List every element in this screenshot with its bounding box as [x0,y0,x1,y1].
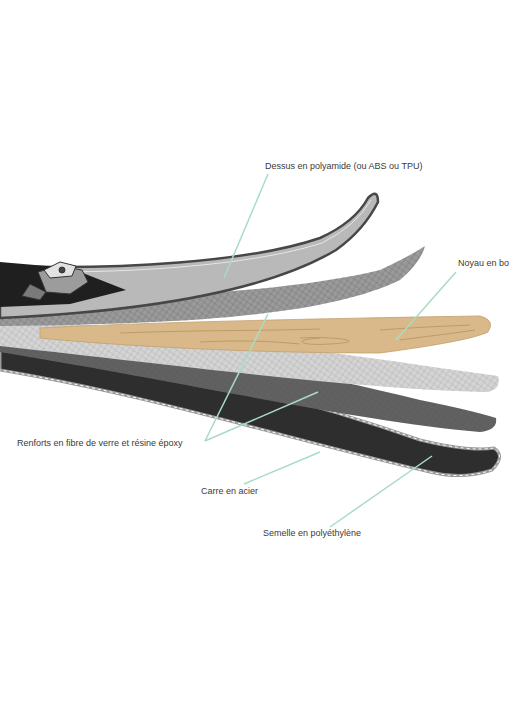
wood-grain [120,325,475,344]
part-label: Dessus en polyamide (ou ABS ou TPU) [265,161,422,172]
binding-plate [0,262,126,307]
leader-lines [205,174,456,527]
top-sheet [0,194,378,318]
ski-binding [22,262,88,300]
part-label: Noyau en bo [458,258,509,269]
top-sheet-rim [0,200,371,272]
part-label: Carre en acier [201,486,258,497]
part-label: Semelle en polyéthylène [263,528,361,539]
part-label: Renforts en fibre de verre et résine épo… [17,438,183,449]
